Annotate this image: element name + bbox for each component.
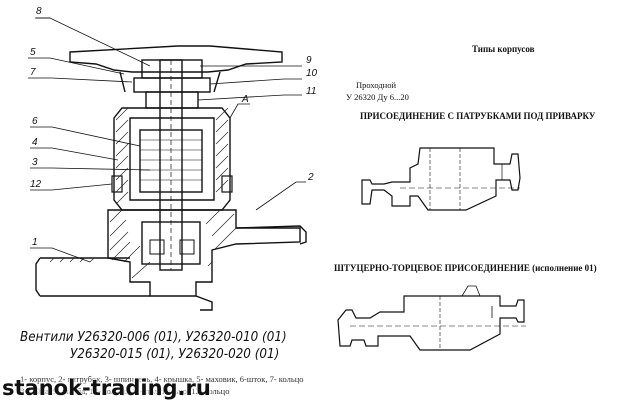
union-heading: ШТУЦЕРНО-ТОРЦЕВОЕ ПРИСОЕДИНЕНИЕ (исполне… <box>334 263 597 273</box>
valve-body <box>107 209 301 297</box>
callout-12: 12 <box>30 179 42 190</box>
union-body <box>337 295 525 351</box>
callout-9: 9 <box>306 55 312 66</box>
callout-8: 8 <box>36 6 42 17</box>
legend-line-1: 1- корпус, 2- патрубок, 3- шпиндель, 4- … <box>20 374 304 384</box>
outlet-pipe <box>235 225 307 245</box>
callout-4: 4 <box>32 137 38 148</box>
inlet-pipe <box>35 257 150 297</box>
handwheel <box>69 45 283 73</box>
callout-5: 5 <box>30 47 36 58</box>
callout-2: 2 <box>308 172 314 183</box>
callout-6: 6 <box>32 116 38 127</box>
bonnet <box>113 107 231 211</box>
caption-line-1: Вентили У26320-006 (01), У26320-010 (01) <box>20 330 287 345</box>
weld-body <box>361 147 521 211</box>
callout-3: 3 <box>32 157 38 168</box>
nut <box>141 59 203 79</box>
section-title: Типы корпусов <box>472 44 535 54</box>
weld-heading: ПРИСОЕДИНЕНИЕ С ПАТРУБКАМИ ПОД ПРИВАРКУ <box>360 111 596 121</box>
stem-block <box>139 129 203 193</box>
callout-11: 11 <box>306 86 317 97</box>
callout-1: 1 <box>32 237 38 248</box>
passthrough-label: Проходной <box>356 80 397 90</box>
callout-10: 10 <box>306 68 318 79</box>
caption-line-2: У26320-015 (01), У26320-020 (01) <box>70 347 280 362</box>
legend-line-2: 8- гайка, 9- шайба, 10- кольцо, 11- полу… <box>20 386 230 396</box>
passthrough-model: У 26320 Ду 6...20 <box>346 92 409 102</box>
callout-a: A <box>242 94 249 105</box>
watermark: stanok-trading.ru <box>2 376 211 400</box>
callout-7: 7 <box>30 67 36 78</box>
